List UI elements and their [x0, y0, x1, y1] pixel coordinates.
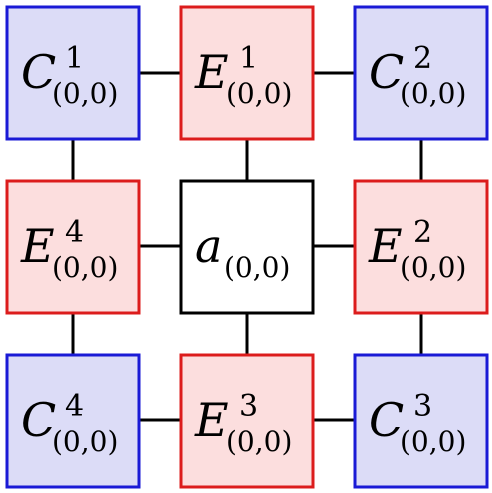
node-symbol: a	[195, 219, 222, 273]
node-a: a(0,0)	[179, 179, 315, 315]
node-box-c4	[5, 353, 141, 489]
node-box-c2	[353, 5, 489, 141]
node-subscript: (0,0)	[52, 251, 118, 284]
node-symbol: E	[194, 45, 229, 99]
node-symbol: E	[20, 219, 55, 273]
node-subscript: (0,0)	[52, 77, 118, 110]
connectors	[71, 71, 423, 422]
node-subscript: (0,0)	[52, 425, 118, 458]
node-superscript: 1	[65, 41, 84, 76]
node-box-c3	[353, 353, 489, 489]
node-symbol: C	[21, 393, 56, 447]
node-box-e4	[5, 179, 141, 315]
node-symbol: C	[369, 45, 404, 99]
node-superscript: 2	[413, 41, 432, 76]
node-superscript: 3	[413, 389, 432, 424]
node-symbol: E	[194, 393, 229, 447]
node-symbol: E	[368, 219, 403, 273]
node-box-e3	[179, 353, 315, 489]
node-subscript: (0,0)	[400, 251, 466, 284]
node-symbol: C	[21, 45, 56, 99]
node-superscript: 1	[239, 41, 258, 76]
node-subscript: (0,0)	[400, 425, 466, 458]
node-superscript: 2	[413, 215, 432, 250]
node-box-e1	[179, 5, 315, 141]
node-box-e2	[353, 179, 489, 315]
node-subscript: (0,0)	[224, 251, 290, 284]
node-symbol: C	[369, 393, 404, 447]
node-box-a	[179, 179, 315, 315]
node-subscript: (0,0)	[400, 77, 466, 110]
node-superscript: 4	[65, 215, 84, 250]
node-superscript: 3	[239, 389, 258, 424]
node-subscript: (0,0)	[226, 425, 292, 458]
node-subscript: (0,0)	[226, 77, 292, 110]
node-box-c1	[5, 5, 141, 141]
node-superscript: 4	[65, 389, 84, 424]
node-label-a: a(0,0)	[195, 219, 290, 284]
